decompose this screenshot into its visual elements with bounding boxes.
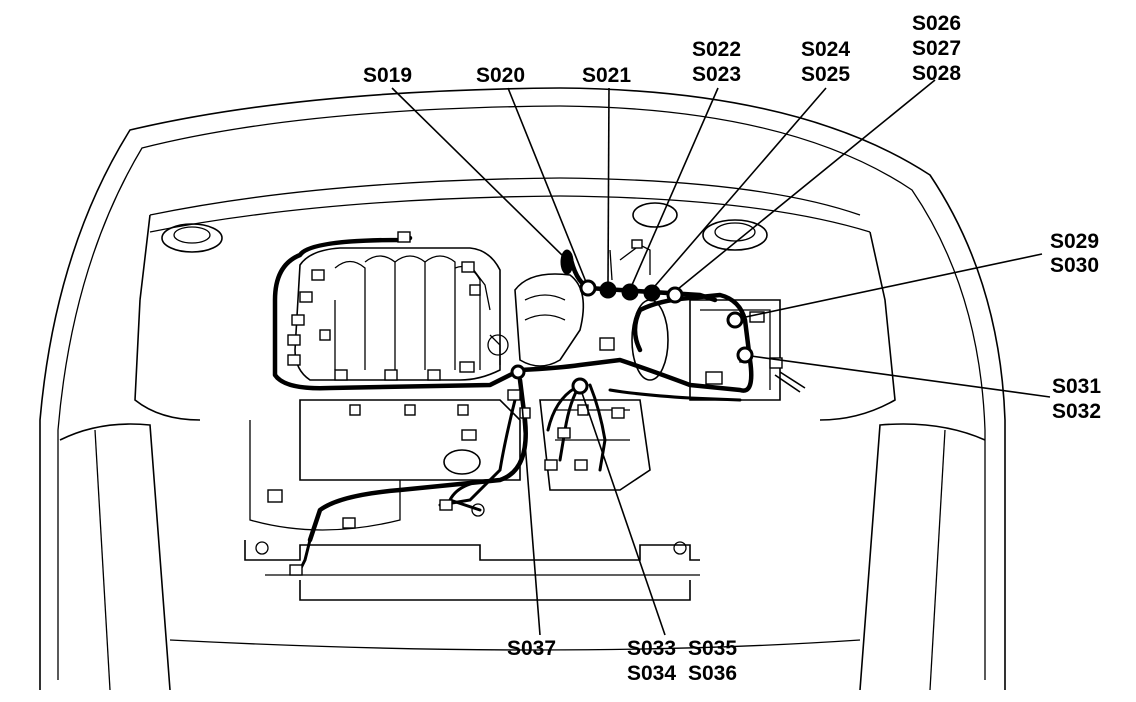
air-intake-tube xyxy=(514,273,585,367)
label-s019: S019 xyxy=(363,64,412,87)
label-s021: S021 xyxy=(582,64,631,87)
label-s030: S030 xyxy=(1050,254,1099,277)
label-s035: S035 xyxy=(688,637,737,660)
splice-s029-s030 xyxy=(726,311,744,329)
splice-s022-s023 xyxy=(621,283,639,301)
label-s020: S020 xyxy=(476,64,525,87)
splice-s024-s025 xyxy=(643,284,661,302)
splice-points xyxy=(510,249,754,395)
label-s029: S029 xyxy=(1050,230,1099,253)
label-s026: S026 xyxy=(912,12,961,35)
splice-s037 xyxy=(510,364,526,380)
intake-manifold xyxy=(294,247,501,381)
connectors xyxy=(267,231,806,576)
label-s032: S032 xyxy=(1052,400,1101,423)
label-s028: S028 xyxy=(912,62,961,85)
label-s031: S031 xyxy=(1052,375,1101,398)
label-s027: S027 xyxy=(912,37,961,60)
label-s033: S033 xyxy=(627,637,676,660)
splice-s031-s032 xyxy=(736,346,754,364)
label-s036: S036 xyxy=(688,662,737,685)
splice-s033-s036 xyxy=(571,377,589,395)
splice-s019 xyxy=(560,249,574,275)
splice-s020 xyxy=(579,279,597,297)
splice-s026-s028 xyxy=(666,286,684,304)
label-s023: S023 xyxy=(692,63,741,86)
strut-tower-right xyxy=(632,202,768,251)
vehicle-body-outline xyxy=(39,87,1006,691)
label-s037: S037 xyxy=(507,637,556,660)
engine-block xyxy=(249,399,521,531)
label-s025: S025 xyxy=(801,63,850,86)
splice-s021 xyxy=(599,281,617,299)
strut-tower-left xyxy=(161,223,223,253)
label-s034: S034 xyxy=(627,662,676,685)
leader-lines xyxy=(391,79,1051,636)
splice-labels: S019 S020 S021 S022 S023 S024 S025 S026 … xyxy=(363,12,1101,685)
transmission-housing xyxy=(539,399,651,491)
label-s024: S024 xyxy=(801,38,850,61)
label-s022: S022 xyxy=(692,38,741,61)
